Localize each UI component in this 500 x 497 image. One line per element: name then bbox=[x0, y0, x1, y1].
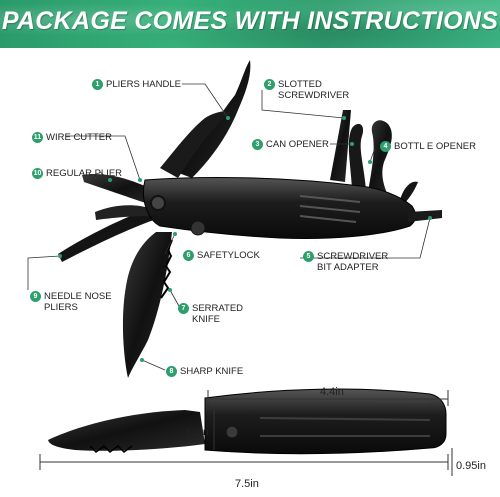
banner-title: PACKAGE COMES WITH INSTRUCTIONS bbox=[1, 7, 499, 35]
label-text: PLIERS HANDLE bbox=[106, 79, 181, 90]
dimension-thickness: 0.95in bbox=[456, 460, 486, 472]
label-text: SAFETYLOCK bbox=[197, 250, 260, 261]
bit-adapter-shape bbox=[408, 210, 442, 222]
label-serrated-knife: 7 SERRATED KNIFE bbox=[178, 303, 243, 325]
label-text: CAN OPENER bbox=[266, 139, 329, 150]
dimension-height: 1.1in bbox=[186, 426, 209, 438]
folded-pivot bbox=[225, 425, 239, 439]
slotted-screwdriver-shape bbox=[330, 110, 351, 182]
label-number: 1 bbox=[92, 79, 103, 90]
label-number: 6 bbox=[183, 250, 194, 261]
label-text: SHARP KNIFE bbox=[180, 366, 244, 377]
header-banner: PACKAGE COMES WITH INSTRUCTIONS bbox=[0, 0, 500, 48]
label-number: 3 bbox=[252, 139, 263, 150]
label-text-line1: SLOTTED bbox=[278, 79, 322, 90]
label-bottle-opener: 4 BOTTL E OPENER bbox=[380, 141, 476, 152]
label-can-opener: 3 CAN OPENER bbox=[252, 139, 329, 150]
leader-lines bbox=[27, 83, 431, 371]
label-slotted-screwdriver: 2 SLOTTED SCREWDRIVER bbox=[264, 79, 349, 101]
folded-handle-ridges bbox=[259, 399, 431, 437]
label-text-line2: KNIFE bbox=[192, 314, 220, 325]
label-number: 7 bbox=[178, 303, 189, 314]
label-number: 11 bbox=[32, 132, 43, 143]
label-text-line1: SERRATED bbox=[192, 303, 244, 314]
label-text-line1: SCREWDRIVER bbox=[317, 251, 389, 262]
serrated-edge bbox=[160, 239, 173, 299]
can-opener-shape bbox=[348, 123, 366, 190]
needle-nose-jaw bbox=[58, 204, 165, 262]
label-text-line2: PLIERS bbox=[44, 302, 78, 313]
wire-cutter-jaw bbox=[95, 205, 150, 220]
dimension-total-length: 7.5in bbox=[235, 478, 259, 490]
folded-blade bbox=[48, 410, 205, 451]
dimension-handle-length: 4.4in bbox=[320, 386, 344, 398]
label-number: 4 bbox=[380, 141, 391, 152]
knife-blade bbox=[122, 232, 172, 378]
dimension-lines bbox=[39, 390, 453, 476]
label-screwdriver-bit-adapter: 5 SCREWDRIVER BIT ADAPTER bbox=[303, 251, 388, 273]
label-needle-nose-pliers: 9 NEEDLE NOSE PLIERS bbox=[30, 291, 112, 313]
label-text: WIRE CUTTER bbox=[46, 132, 112, 143]
label-text: BOTTL E OPENER bbox=[394, 141, 476, 152]
leader-dots bbox=[58, 116, 432, 362]
label-sharp-knife: 8 SHARP KNIFE bbox=[166, 366, 243, 377]
label-regular-plier: 10 REGULAR PLIER bbox=[32, 168, 122, 179]
main-handle bbox=[143, 177, 416, 239]
label-text: REGULAR PLIER bbox=[46, 168, 123, 179]
label-number: 5 bbox=[303, 251, 314, 262]
label-pliers-handle: 1 PLIERS HANDLE bbox=[92, 79, 181, 90]
handle-ridges bbox=[299, 195, 361, 223]
label-text-line2: SCREWDRIVER bbox=[278, 90, 350, 101]
opener-tip bbox=[400, 181, 418, 206]
label-text-line1: NEEDLE NOSE bbox=[44, 291, 112, 302]
label-number: 8 bbox=[166, 366, 177, 377]
regular-plier-jaw bbox=[82, 174, 160, 205]
pivot-screw bbox=[150, 195, 166, 211]
folded-serration bbox=[89, 445, 133, 453]
label-number: 9 bbox=[30, 291, 41, 302]
folded-handle bbox=[204, 388, 447, 455]
label-wire-cutter: 11 WIRE CUTTER bbox=[32, 132, 112, 143]
safety-lock-dot bbox=[190, 220, 206, 236]
label-number: 10 bbox=[32, 168, 43, 179]
pliers-handle-lower bbox=[160, 111, 232, 178]
label-text-line2: BIT ADAPTER bbox=[317, 262, 379, 273]
label-safety-lock: 6 SAFETYLOCK bbox=[183, 250, 260, 261]
label-number: 2 bbox=[264, 79, 275, 90]
bottle-opener-shape bbox=[368, 120, 392, 196]
